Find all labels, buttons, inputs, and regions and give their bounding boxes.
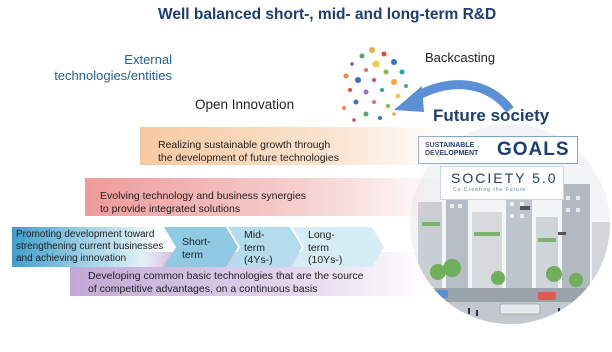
- band-teal-line2: strengthening current businesses: [16, 241, 164, 252]
- long-term-label: Long- term (10Ys-): [308, 229, 342, 267]
- short-term-l1: Short-: [182, 236, 211, 248]
- band-purple-line2: of competitive advantages, on a continuo…: [88, 283, 318, 295]
- sdg-goals-text: GOALS: [497, 139, 570, 160]
- band-current-businesses: [12, 227, 384, 267]
- society50-main-text: SOCIETY 5.0: [451, 170, 558, 186]
- band-orange-text: Realizing sustainable growth through the…: [158, 139, 339, 165]
- mid-term-l3: (4Ys-): [244, 254, 273, 266]
- band-red-text: Evolving technology and business synergi…: [100, 190, 306, 216]
- mid-term-l2: term: [244, 241, 265, 254]
- band-red-line1: Evolving technology and business synergi…: [100, 190, 307, 202]
- future-society-label: Future society: [433, 106, 550, 125]
- band-teal-line3: and achieving innovation: [16, 253, 127, 264]
- sdg-small-line2: DEVELOPMENT: [425, 150, 479, 157]
- band-purple-text: Developing common basic technologies tha…: [88, 270, 364, 296]
- page-title: Well balanced short-, mid- and long-term…: [158, 6, 497, 23]
- band-orange-line1: Realizing sustainable growth through: [158, 139, 331, 151]
- dots-cluster-graphic: [342, 47, 408, 122]
- society50-sub-text: Co-Creating the Future: [453, 187, 527, 193]
- band-teal-text: Promoting development toward strengtheni…: [16, 229, 163, 265]
- band-teal-line1: Promoting development toward: [16, 229, 155, 240]
- mid-term-l1: Mid-: [244, 229, 265, 241]
- external-technologies-label: External technologies/entities: [54, 52, 172, 84]
- long-term-l1: Long-: [308, 229, 335, 241]
- band-red-line2: to provide integrated solutions: [100, 203, 241, 215]
- open-innovation-label: Open Innovation: [195, 97, 295, 112]
- dots-cluster-icon: [342, 47, 408, 122]
- long-term-l3: (10Ys-): [308, 254, 343, 266]
- long-term-l2: term: [308, 241, 329, 254]
- band-orange-line2: the development of future technologies: [158, 152, 339, 164]
- band-integrated-solutions: [85, 178, 445, 216]
- external-line2: technologies/entities: [54, 68, 172, 83]
- short-term-label: Short- term: [182, 236, 211, 261]
- band-purple-line1: Developing common basic technologies tha…: [88, 270, 364, 282]
- society50-logo: SOCIETY 5.0 Co-Creating the Future: [440, 166, 564, 200]
- short-term-l2: term: [182, 248, 203, 261]
- backcasting-label: Backcasting: [425, 50, 496, 65]
- external-line1: External: [124, 52, 172, 67]
- mid-term-label: Mid- term (4Ys-): [244, 229, 273, 267]
- band-future-technologies: [140, 127, 450, 165]
- backcasting-arrow-icon: [394, 80, 514, 113]
